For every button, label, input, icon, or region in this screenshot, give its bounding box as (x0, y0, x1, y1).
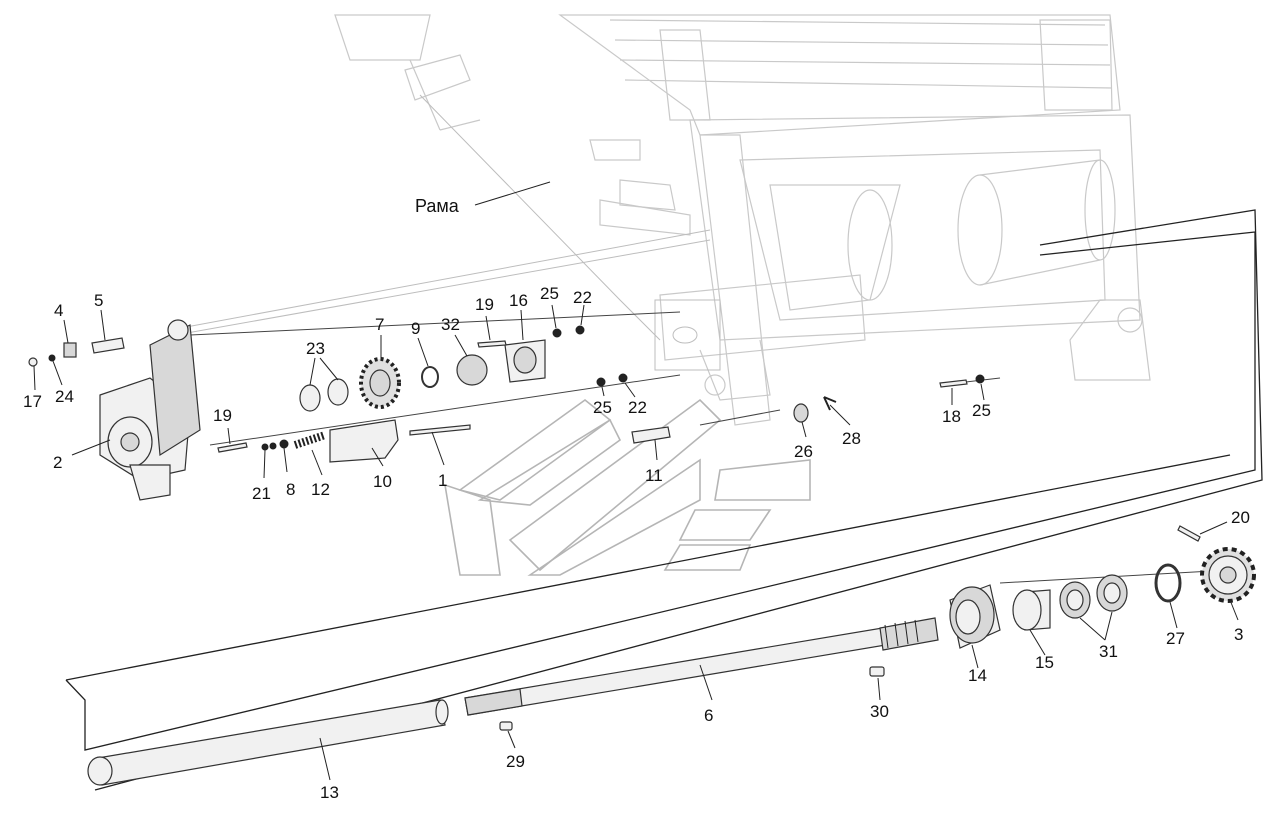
pin-part-11 (631, 426, 671, 444)
callout-2: 2 (53, 453, 62, 472)
key-part-30 (869, 666, 885, 677)
callout-4: 4 (54, 301, 63, 320)
callout-9: 9 (411, 319, 420, 338)
callout-18: 18 (942, 407, 961, 426)
gear-part-7 (359, 357, 401, 409)
callout-22-top: 22 (573, 288, 592, 307)
callout-labels: 1 2 3 4 5 6 7 8 9 10 11 12 13 14 15 16 1… (23, 284, 1250, 802)
callout-3: 3 (1234, 625, 1243, 644)
callout-25-top: 25 (540, 284, 559, 303)
nut-part-25-mid (596, 377, 606, 387)
callout-30: 30 (870, 702, 889, 721)
sprocket-part-3 (1200, 547, 1256, 603)
callout-13: 13 (320, 783, 339, 802)
nut-part-22-mid (618, 373, 628, 383)
washer-part-24 (48, 354, 56, 362)
callout-17: 17 (23, 392, 42, 411)
nut-part-22-top (575, 325, 585, 335)
bolt-part-18 (939, 379, 968, 388)
callout-10: 10 (373, 472, 392, 491)
rod-part-1 (409, 424, 471, 436)
callout-20: 20 (1231, 508, 1250, 527)
key-part-29 (499, 721, 513, 731)
callout-7: 7 (375, 315, 384, 334)
callout-19-left: 19 (213, 406, 232, 425)
watermark-logo (443, 398, 811, 576)
nut-part-17 (28, 357, 38, 367)
callout-29: 29 (506, 752, 525, 771)
bushing-part-23a (299, 384, 321, 412)
sleeve-part-15 (1012, 589, 1051, 631)
nut-part-8 (279, 439, 289, 449)
callout-1: 1 (438, 471, 447, 490)
callout-25-mid: 25 (593, 398, 612, 417)
bearing-housing-part-14 (949, 584, 1001, 649)
callout-28: 28 (842, 429, 861, 448)
bushing-part-26 (793, 403, 809, 423)
ring-part-9 (421, 366, 439, 388)
plate-part-4 (63, 342, 77, 358)
callout-23: 23 (306, 339, 325, 358)
callout-5: 5 (94, 291, 103, 310)
bolt-part-19-left (217, 442, 248, 453)
callout-15: 15 (1035, 653, 1054, 672)
nut-part-25-right (975, 374, 985, 384)
flange-bore (513, 346, 537, 374)
pin-part-5 (91, 337, 125, 354)
callout-22-mid: 22 (628, 398, 647, 417)
callout-26: 26 (794, 442, 813, 461)
bolt-part-19-right (477, 340, 507, 348)
cotter-part-28 (823, 396, 837, 411)
callout-21: 21 (252, 484, 271, 503)
callout-6: 6 (704, 706, 713, 725)
bearings-part-31 (1059, 574, 1128, 619)
bolt-part-20 (1177, 525, 1201, 542)
callout-8: 8 (286, 480, 295, 499)
callout-19-top: 19 (475, 295, 494, 314)
tube-part-13 (87, 699, 449, 786)
callout-27: 27 (1166, 629, 1185, 648)
retaining-ring-part-27 (1154, 563, 1182, 603)
spring-part-12 (293, 431, 327, 449)
nut-part-25-top (552, 328, 562, 338)
frame-label: Рама (415, 196, 460, 216)
motor-part-2 (99, 319, 201, 501)
callout-14: 14 (968, 666, 987, 685)
callout-25-right: 25 (972, 401, 991, 420)
shaft-part-6 (464, 617, 939, 716)
callout-32: 32 (441, 315, 460, 334)
leader-lines (33, 181, 1239, 781)
frame-background (169, 14, 1151, 426)
washer-part-21 (261, 443, 269, 451)
bushing-part-23b (327, 378, 349, 406)
washer-part-21b (269, 442, 277, 450)
callout-12: 12 (311, 480, 330, 499)
callout-16: 16 (509, 291, 528, 310)
bracket-part-10 (329, 419, 399, 463)
callout-31: 31 (1099, 642, 1118, 661)
callout-24: 24 (55, 387, 74, 406)
callout-11: 11 (645, 466, 663, 485)
assembly-outline (65, 209, 1263, 791)
bearing-part-32 (456, 354, 488, 386)
